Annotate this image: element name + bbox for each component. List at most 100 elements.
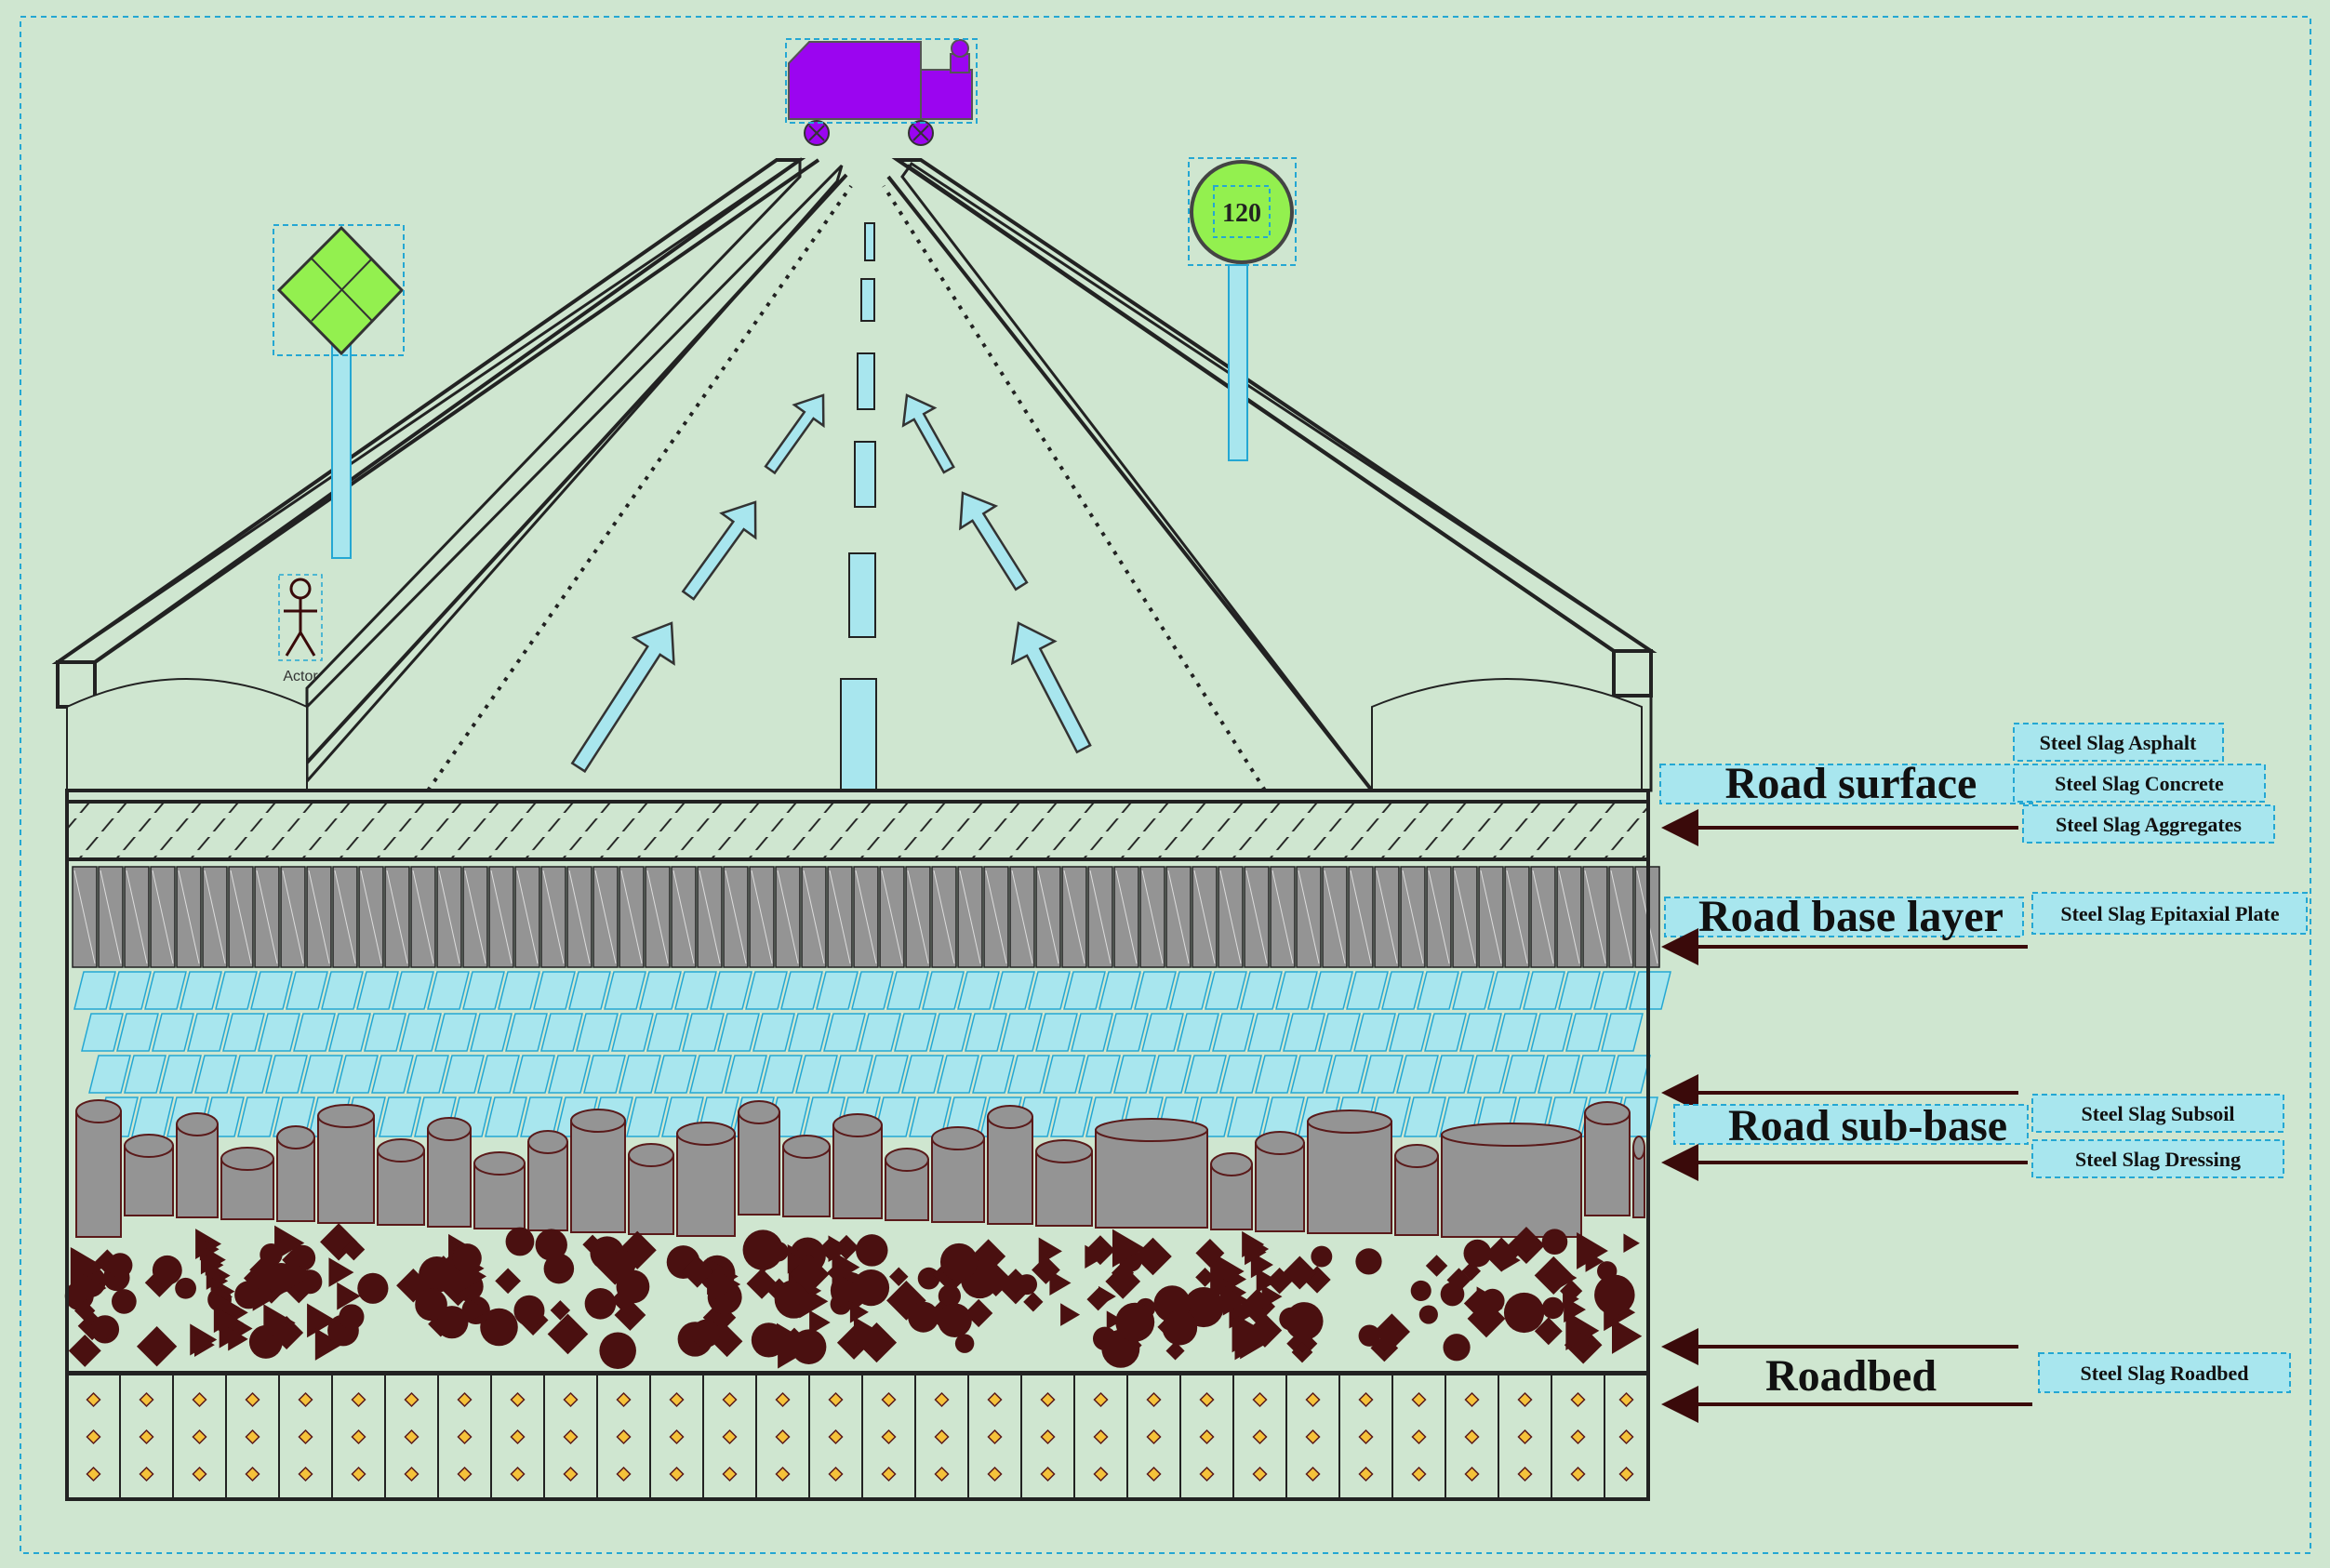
plate-stripe bbox=[360, 870, 382, 964]
grey-cylinder-top bbox=[738, 1100, 780, 1124]
material-box bbox=[2038, 1352, 2291, 1393]
cyan-block bbox=[1141, 1013, 1184, 1052]
roadbed-diamond bbox=[1570, 1428, 1586, 1445]
roadbed-diamond bbox=[563, 1428, 579, 1445]
cyan-block bbox=[1205, 971, 1247, 1010]
center-dash bbox=[854, 441, 876, 508]
particle-triangle bbox=[1612, 1318, 1643, 1354]
particle-diamond bbox=[1247, 1313, 1283, 1348]
roadbed-diamond bbox=[934, 1466, 950, 1482]
epitaxial-plate bbox=[1452, 866, 1478, 968]
plate-stripe bbox=[699, 870, 721, 964]
cyan-block bbox=[752, 1013, 795, 1052]
particle-circle bbox=[112, 1289, 137, 1314]
cyan-block bbox=[1502, 1055, 1545, 1094]
particle-diamond bbox=[1032, 1256, 1060, 1284]
grey-cylinder-top bbox=[885, 1148, 929, 1172]
roadbed-tiles bbox=[66, 1371, 1649, 1500]
particle-diamond bbox=[1560, 1279, 1583, 1303]
cyan-block bbox=[470, 1013, 513, 1052]
cyan-block bbox=[237, 1096, 280, 1137]
arrow-icon bbox=[681, 500, 757, 601]
roadbed-diamond bbox=[1464, 1466, 1480, 1482]
roadbed-diamond bbox=[881, 1466, 897, 1482]
roadbed-diamond bbox=[881, 1391, 897, 1408]
particle-circle bbox=[751, 1322, 787, 1358]
cyan-block bbox=[1035, 1013, 1078, 1052]
cyan-block bbox=[859, 1013, 901, 1052]
epitaxial-plates bbox=[72, 866, 1660, 968]
cyan-block bbox=[780, 971, 823, 1010]
plate-stripe bbox=[672, 870, 695, 964]
cyan-block bbox=[1396, 1055, 1439, 1094]
particle-triangle bbox=[710, 1266, 741, 1303]
cyan-block bbox=[745, 971, 788, 1010]
plate-stripe bbox=[751, 870, 773, 964]
roadbed-diamond bbox=[563, 1466, 579, 1482]
cyan-block bbox=[1134, 971, 1177, 1010]
direction-arrows bbox=[570, 393, 1092, 774]
plate-stripe bbox=[204, 870, 226, 964]
epitaxial-plate bbox=[72, 866, 98, 968]
cyan-block bbox=[300, 1055, 343, 1094]
roadbed-diamond bbox=[881, 1428, 897, 1445]
cyan-block bbox=[1063, 971, 1106, 1010]
roadbed-diamond bbox=[1517, 1428, 1533, 1445]
cyan-block bbox=[1573, 1055, 1616, 1094]
particle-circle bbox=[791, 1329, 827, 1364]
cyan-block bbox=[434, 1013, 477, 1052]
grey-cylinder bbox=[527, 1141, 568, 1231]
grey-cylinder bbox=[427, 1128, 472, 1228]
particle-diamond bbox=[1165, 1341, 1185, 1361]
grey-cylinder-top bbox=[377, 1138, 425, 1163]
particle-diamond bbox=[746, 1268, 778, 1299]
plate-stripe bbox=[829, 870, 851, 964]
cyan-block bbox=[427, 971, 470, 1010]
roadbed-diamond bbox=[1093, 1466, 1109, 1482]
particle-circle bbox=[691, 1319, 721, 1348]
cyan-block bbox=[788, 1013, 831, 1052]
particle-circle bbox=[107, 1253, 133, 1278]
particle-circle bbox=[234, 1281, 263, 1309]
cyan-block bbox=[1565, 1013, 1608, 1052]
plate-stripe bbox=[620, 870, 643, 964]
particle-circle bbox=[175, 1277, 196, 1299]
center-dash bbox=[860, 278, 875, 322]
cyan-block bbox=[152, 1013, 194, 1052]
particle-circle bbox=[357, 1272, 389, 1304]
grey-cylinder-top bbox=[1255, 1131, 1305, 1155]
plate-stripe bbox=[725, 870, 747, 964]
grey-cylinder-top bbox=[220, 1147, 274, 1171]
grey-cylinder-top bbox=[676, 1122, 736, 1146]
particle-diamond bbox=[1086, 1287, 1110, 1311]
particle-diamond bbox=[1134, 1237, 1172, 1276]
particle-diamond bbox=[550, 1300, 571, 1321]
cyan-block bbox=[1346, 971, 1389, 1010]
roadbed-diamond bbox=[828, 1466, 844, 1482]
particle-circle bbox=[339, 1304, 365, 1330]
particle-diamond bbox=[1195, 1268, 1215, 1287]
particle-diamond bbox=[610, 1287, 635, 1312]
particle-diamond bbox=[1484, 1237, 1519, 1272]
plate-stripe bbox=[1532, 870, 1554, 964]
roadbed-diamond bbox=[987, 1391, 1003, 1408]
grey-cylinder-top bbox=[782, 1135, 831, 1159]
plate-stripe bbox=[1298, 870, 1320, 964]
particle-diamond bbox=[1023, 1292, 1044, 1312]
cyan-block bbox=[639, 971, 682, 1010]
grey-cylinder-top bbox=[176, 1112, 219, 1136]
road-subbase-title-box bbox=[1673, 1104, 2029, 1145]
grey-cylinder bbox=[987, 1116, 1033, 1225]
center-dash bbox=[857, 352, 875, 410]
grey-cylinder-top bbox=[527, 1130, 568, 1154]
cyan-block bbox=[1381, 971, 1424, 1010]
epitaxial-plate bbox=[879, 866, 905, 968]
material-box bbox=[2013, 723, 2224, 762]
roadbed-diamond bbox=[510, 1466, 526, 1482]
roadbed-diamond bbox=[1252, 1466, 1268, 1482]
plate-stripe bbox=[282, 870, 304, 964]
plate-stripe bbox=[230, 870, 252, 964]
cyan-block bbox=[851, 971, 894, 1010]
cyan-block bbox=[144, 971, 187, 1010]
